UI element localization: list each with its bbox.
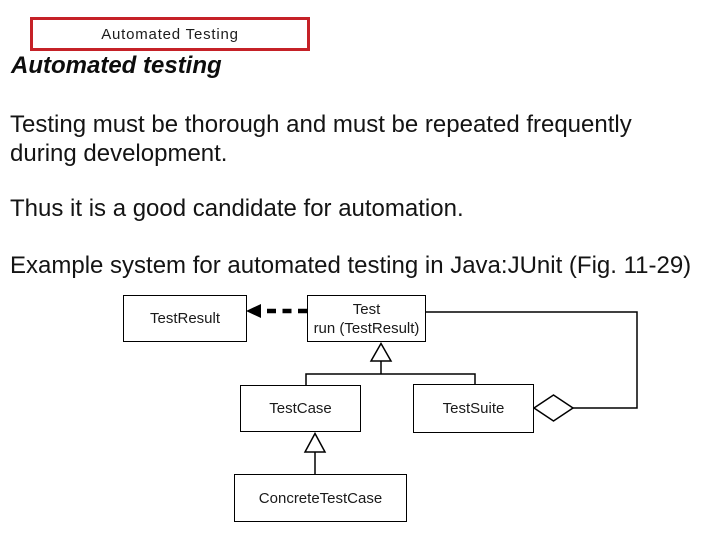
class-box-test: Test run (TestResult) (307, 295, 426, 342)
class-name-testresult: TestResult (149, 310, 221, 327)
slide-title-label: Automated Testing (101, 25, 239, 43)
inheritance-connector-line (305, 373, 476, 385)
dependency-arrowhead-icon (246, 304, 261, 318)
aggregation-diamond-icon (532, 394, 575, 422)
inheritance-triangle-icon-test (369, 341, 393, 362)
class-name-concretetestcase: ConcreteTestCase (258, 489, 383, 507)
inheritance-triangle-icon-testcase (303, 431, 327, 453)
class-box-testcase: TestCase (240, 385, 361, 432)
class-name-testcase: TestCase (269, 400, 332, 417)
class-operation-run: run (TestResult) (313, 319, 420, 337)
paragraph-automation-candidate: Thus it is a good candidate for automati… (10, 195, 464, 222)
class-name-testsuite: TestSuite (442, 400, 505, 417)
class-box-concretetestcase: ConcreteTestCase (234, 474, 407, 522)
class-box-testsuite: TestSuite (413, 384, 534, 433)
aggregation-connector-line (426, 311, 638, 409)
page-title: Automated testing (11, 52, 222, 79)
class-name-test: Test (352, 300, 381, 318)
paragraph-thorough-testing: Testing must be thorough and must be rep… (10, 111, 632, 167)
class-box-testresult: TestResult (123, 295, 247, 342)
slide-title-box: Automated Testing (30, 17, 310, 51)
paragraph-junit-example: Example system for automated testing in … (10, 252, 692, 279)
